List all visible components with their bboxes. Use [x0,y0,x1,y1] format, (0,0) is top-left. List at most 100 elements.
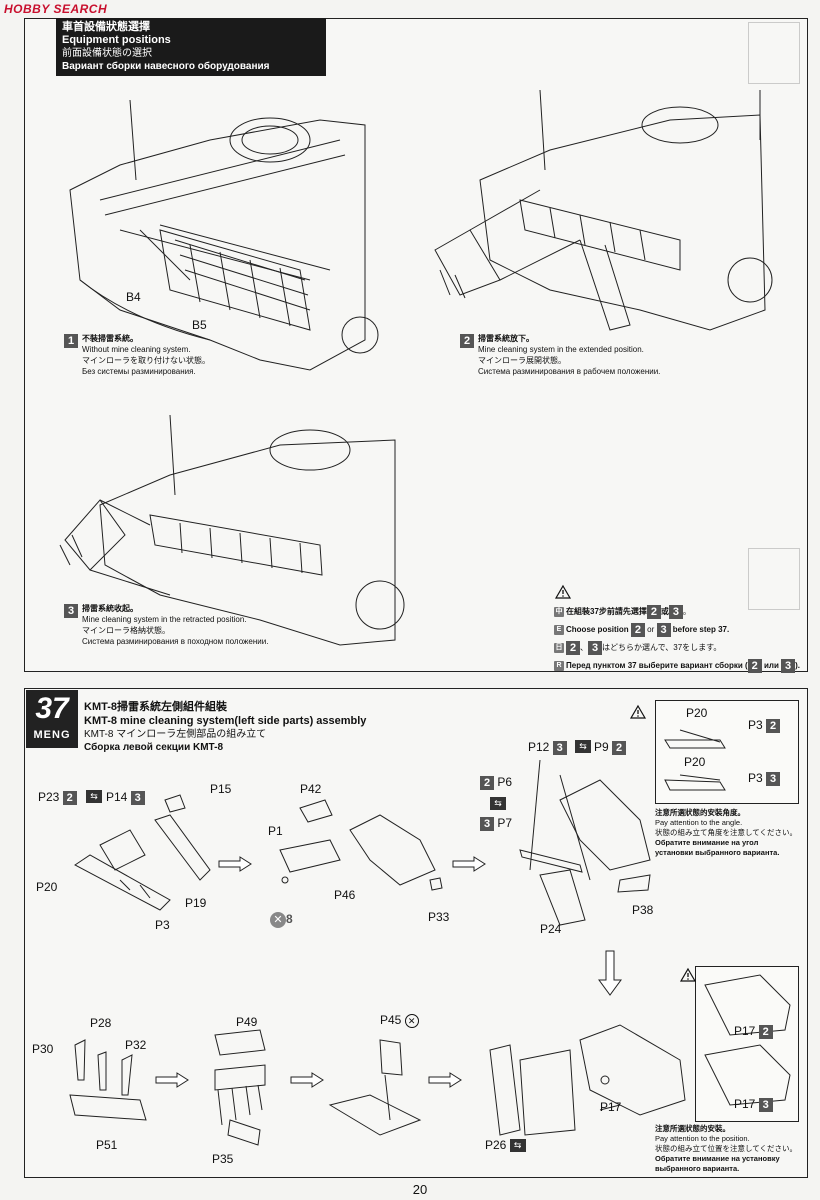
option-1-ru: Без системы разминирования. [82,367,196,376]
position-note-zh: 注意所選狀態的安裝。 [655,1124,730,1133]
option-3-zh: 掃雷系統收起。 [82,604,138,613]
part-p19: P19 [185,896,207,910]
angle-note-en: Pay attention to the angle. [655,818,743,827]
subassembly-blade-drawing [69,1039,147,1121]
part-p3: P3 [155,918,170,932]
option-1-badge: 1 [64,334,78,348]
option-1-caption: 1 不裝掃雷系統。 Without mine cleaning system. … [64,333,210,377]
brand-logo: MENG [33,729,71,741]
warning-icon [554,584,572,599]
position-note-en: Pay attention to the position. [655,1134,750,1143]
part-p9-label: P9 [594,740,609,754]
step-title-en: KMT-8 mine cleaning system(left side par… [84,715,367,727]
cross-icon: ✕ [270,912,286,928]
part-p9: P9 2 [594,740,627,755]
inset-angle-drawing [664,729,726,791]
tank-drawing-option3 [59,414,405,646]
arrow-icon [155,1072,189,1088]
inset2-p17a: P17 2 [734,1024,773,1039]
lang-zh-icon: 中 [554,607,564,617]
note-ru-a: Перед пунктом 37 выберите вариант сборки… [566,661,748,671]
subassembly-final-drawing [489,1024,686,1136]
option-2-zh: 掃雷系統放下。 [478,334,534,343]
tank-drawing-option1 [69,99,379,371]
angle-note: 注意所選狀態的安裝角度。 Pay attention to the angle.… [655,808,805,858]
option-1-zh: 不裝掃雷系統。 [82,334,138,343]
angle-note-ru2: установки выбранного варианта. [655,848,780,857]
subassembly-frame-drawing [74,794,211,911]
lang-ru-icon: R [554,661,564,671]
position-note-ru1: Обратите внимание на установку [655,1154,780,1163]
angle-inset [655,700,799,804]
note-ru-or: или [763,661,779,671]
step-title-zh: KMT-8掃雷系統左側組件組裝 [84,701,227,713]
no-glue-icon: ✕ [404,1014,419,1028]
note-en-b: before step 37. [672,625,730,635]
part-p7-label: P7 [497,816,513,830]
part-p35: P35 [212,1152,234,1166]
arrow-icon [452,856,486,872]
step-title: KMT-8掃雷系統左側組件組裝 KMT-8 mine cleaning syst… [84,700,366,754]
inset1-p3a-label: P3 [748,718,763,732]
x8-count: 8 [286,912,293,926]
subassembly-arm-drawing [279,799,443,891]
label-b5: B5 [192,318,207,332]
part-p26: P26 ⇆ [485,1138,526,1153]
inset1-p20b: P20 [684,755,706,769]
position-inset [695,966,799,1122]
swap-icon: ⇆ [490,797,506,810]
warning-icon [629,704,647,719]
part-p20: P20 [36,880,58,894]
tank-drawing-option2 [434,89,773,331]
inset1-p20a: P20 [686,706,708,720]
inset2-p17b-label: P17 [734,1097,756,1111]
page-number: 20 [412,1182,428,1197]
inset1-badge-2: 2 [766,718,781,733]
header-en: Equipment positions [62,34,171,46]
arrow-icon [428,1072,462,1088]
bleed-through-marks [748,22,800,84]
hobby-search-logo: HOBBY SEARCH [4,2,107,16]
note-zh: 在組裝37步前請先選擇 [566,607,647,617]
part-p12: P12 3 [528,740,567,755]
note-ru-b: ). [795,661,800,671]
step-title-ja: KMT-8 マインローラ左側部品の組み立て [84,729,267,740]
option-1-ja: マインローラを取り付けない状態。 [82,356,210,365]
position-note-ru2: выбранного варианта. [655,1164,740,1173]
part-p14-label: P14 [106,790,128,804]
header-ja: 前面設備状態の選択 [62,48,152,59]
option-3-ja: マインローラ格納状態。 [82,626,170,635]
part-p6: 2 P6 [480,775,512,790]
inset2-p17a-label: P17 [734,1024,756,1038]
option-2-ja: マインローラ展開状態。 [478,356,566,365]
header-zh: 車首設備狀態選擇 [62,21,150,33]
label-b4: B4 [126,290,141,304]
part-p6-label: P6 [497,775,513,789]
part-p45-label: P45 [380,1013,402,1027]
lang-en-icon: E [554,625,564,635]
part-p51: P51 [96,1138,118,1152]
part-p30: P30 [32,1042,54,1056]
warning-icon [679,967,697,982]
swap-icon: ⇆ [575,740,591,753]
subassembly-mount-drawing [328,1039,422,1136]
step-title-ru: Сборка левой секции KMT-8 [84,742,224,753]
equipment-positions-section [24,18,808,672]
part-p1: P1 [268,824,283,838]
option-2-ru: Система разминирования в рабочем положен… [478,367,661,376]
option-3-badge: 3 [64,604,78,618]
part-p26-label: P26 [485,1138,507,1152]
option-2-caption: 2 掃雷系統放下。 Mine cleaning system in the ex… [460,333,660,377]
part-p23-label: P23 [38,790,60,804]
part-p7: 3 P7 [480,816,512,831]
section-header: 車首設備狀態選擇 Equipment positions 前面設備状態の選択 В… [56,18,326,76]
part-p17: P17 [600,1100,622,1114]
inset2-p17b: P17 3 [734,1097,773,1112]
subassembly-boom-drawing [519,759,651,926]
part-p24: P24 [540,922,562,936]
angle-note-zh: 注意所選狀態的安裝角度。 [655,808,745,817]
note-zh-or: 或 [660,607,669,617]
subassembly-comb-drawing [214,1029,266,1146]
part-p14: P14 3 [106,790,145,805]
